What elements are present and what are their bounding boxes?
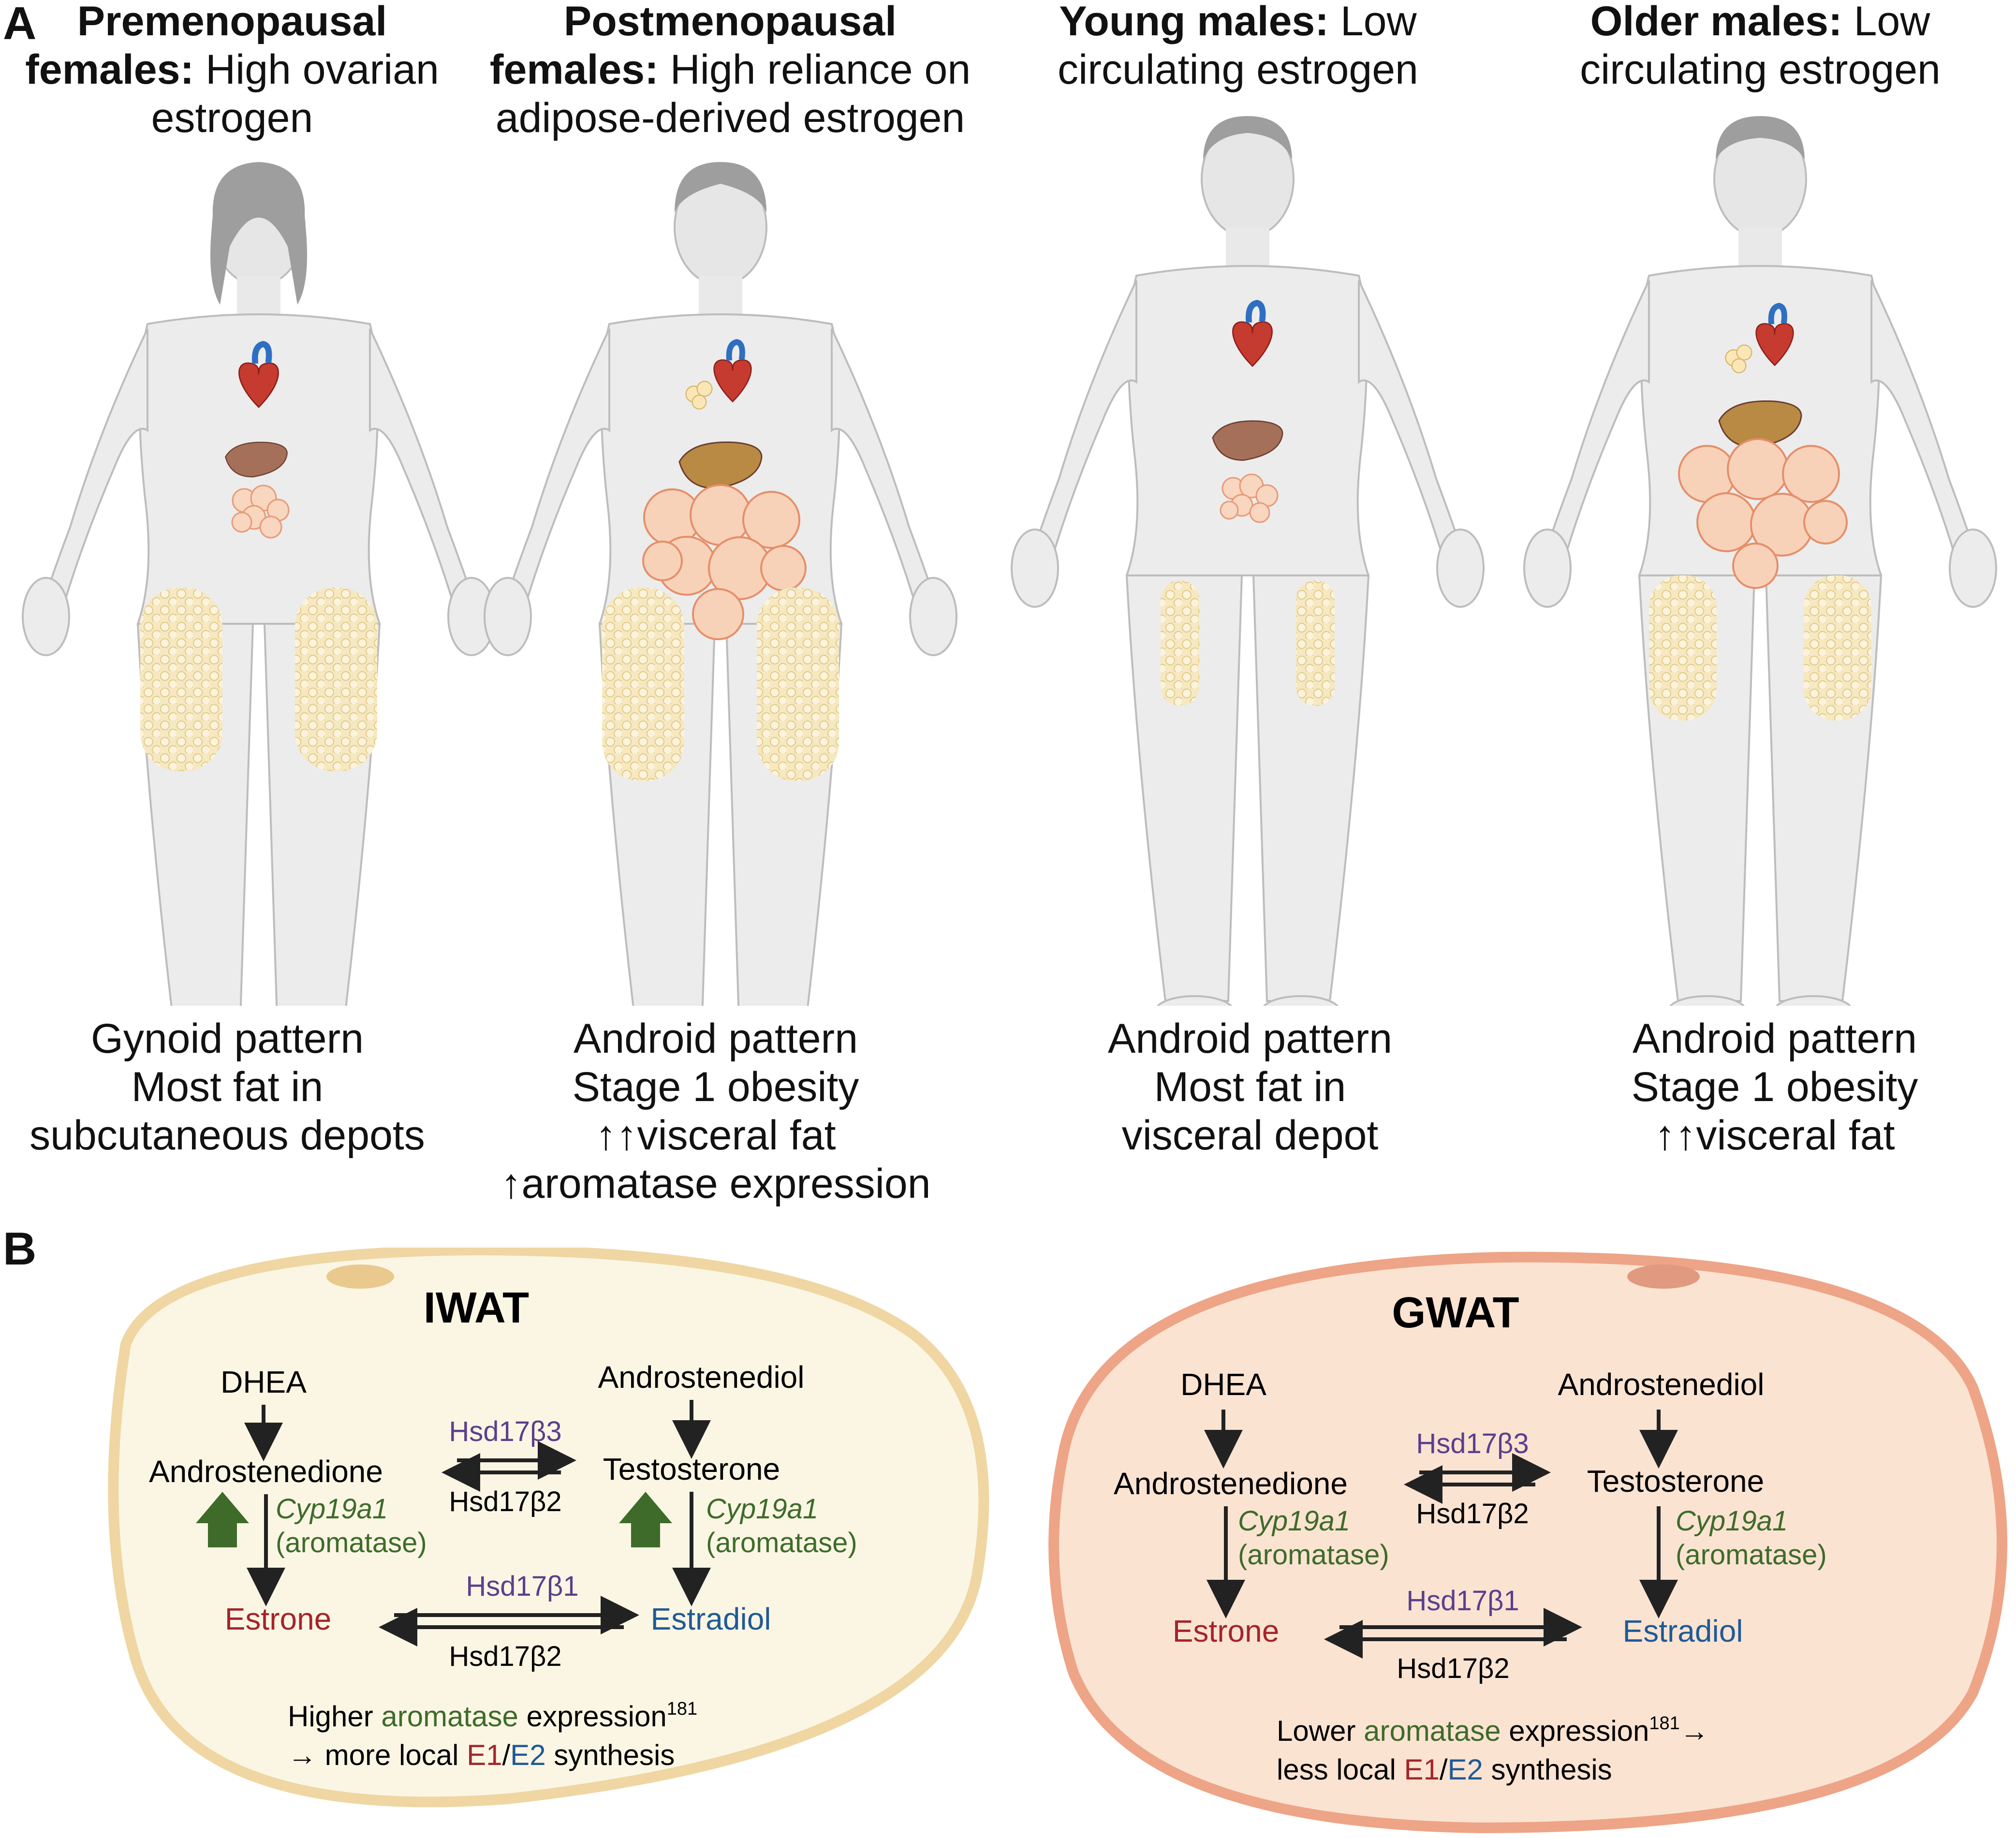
figure-2-subcutaneous-fat-left [602,588,684,781]
gwat-note-line-2: less local E1/E2 synthesis [1277,1753,1612,1786]
figure-2-subcutaneous-fat-right [757,588,839,781]
iwat-cyp-left: Cyp19a1 [276,1493,388,1525]
figure-3-description: Android pattern Most fat in visceral dep… [1008,1015,1492,1160]
iwat-hsd1: Hsd17β1 [466,1571,578,1602]
iwat-cyp-right: Cyp19a1 [706,1493,818,1525]
figure-4-heading-rest: Low circulating estrogen [1580,0,1941,93]
adipocyte-diagrams: IWAT DHEA Androstenediol Androstenedione… [108,1248,2007,1834]
figure-1-body [22,162,496,1006]
figure-2-desc-line-2: Stage 1 obesity [572,1064,859,1110]
iwat-arom-left: (aromatase) [276,1527,427,1559]
figure-1-desc-line-2: Most fat in [131,1064,324,1110]
figure-4-desc-line-3: ↑↑visceral fat [1654,1112,1895,1159]
figure-3-subcutaneous-fat-left [1161,580,1199,706]
gwat-hsd3: Hsd17β3 [1416,1428,1529,1459]
iwat-testosterone: Testosterone [603,1452,780,1486]
gwat-nucleus [1627,1265,1700,1289]
figure-1-desc-line-3: subcutaneous depots [29,1112,425,1159]
gwat-arom-left: (aromatase) [1238,1539,1389,1571]
iwat-up-arrow-left [196,1492,249,1547]
figure-4-description: Android pattern Stage 1 obesity ↑↑viscer… [1533,1015,2016,1160]
iwat-title: IWAT [424,1284,529,1332]
iwat-cell: IWAT DHEA Androstenediol Androstenedione… [108,1248,989,1808]
iwat-hsd2b: Hsd17β2 [449,1641,561,1672]
gwat-estrone: Estrone [1173,1614,1280,1648]
iwat-nucleus [326,1265,394,1289]
iwat-note-line-1: Higher aromatase expression181 [288,1699,697,1733]
figure-1-description: Gynoid pattern Most fat in subcutaneous … [0,1015,469,1160]
figure-4-subcutaneous-fat-right [1804,575,1871,720]
iwat-androstenediol: Androstenediol [598,1360,805,1395]
iwat-up-arrow-right [619,1492,672,1547]
figure-1-heading-bold: Premenopausal females: [25,0,387,93]
figure-4-desc-line-2: Stage 1 obesity [1631,1064,1918,1110]
gwat-dhea: DHEA [1180,1367,1266,1402]
gwat-membrane [1048,1251,2007,1834]
figure-3-heading-rest: Low circulating estrogen [1058,0,1418,93]
gwat-cyp-left: Cyp19a1 [1238,1505,1350,1537]
figure-4-desc-line-1: Android pattern [1632,1015,1917,1062]
figure-3-subcutaneous-fat-right [1296,580,1335,706]
gwat-cell: GWAT DHEA Androstenediol Androstenedione… [1048,1251,2007,1834]
iwat-hsd3: Hsd17β3 [449,1416,561,1447]
iwat-membrane [108,1248,989,1808]
figure-2-heading-rest: High reliance on adipose-derived estroge… [495,46,971,141]
iwat-estradiol: Estradiol [651,1602,771,1636]
figure-2-heading-bold: Postmenopausal females: [489,0,897,93]
figure-4-epicardial-fat [1725,344,1752,373]
figure-1-subcutaneous-fat-right [295,588,377,771]
body-figures [22,116,1997,1006]
figure-1-heading-rest: High ovarian estrogen [151,46,439,141]
gwat-hsd2a: Hsd17β2 [1416,1498,1529,1529]
gwat-testosterone: Testosterone [1587,1464,1764,1499]
figure-3-heading: Young males: Low circulating estrogen [996,0,1480,94]
panel-b-label: B [3,1223,37,1275]
figure-4-visceral-fat [1678,438,1848,589]
figure-4-body [1523,116,1997,1006]
figure-4-heading-bold: Older males: [1590,0,1842,44]
figure-1-subcutaneous-fat-left [140,588,222,771]
figure-1-heading: Premenopausal females: High ovarian estr… [0,0,474,142]
iwat-dhea: DHEA [221,1365,307,1399]
gwat-hsd1: Hsd17β1 [1406,1585,1519,1617]
iwat-note-line-2: → more local E1/E2 synthesis [288,1739,675,1771]
figure-2-desc-line-3: ↑↑visceral fat [595,1112,836,1159]
gwat-arom-right: (aromatase) [1676,1539,1827,1571]
gwat-title: GWAT [1392,1289,1519,1337]
figure-2-body [484,162,957,1006]
gwat-hsd2b: Hsd17β2 [1397,1653,1509,1684]
figure-2-epicardial-fat [685,381,713,410]
figure-4-heading: Older males: Low circulating estrogen [1518,0,2002,94]
iwat-hsd2a: Hsd17β2 [449,1486,561,1517]
figure-4-subcutaneous-fat-left [1649,575,1717,720]
gwat-estradiol: Estradiol [1623,1614,1743,1648]
figure-3-visceral-fat [1220,473,1279,523]
figure-3-desc-line-1: Android pattern [1107,1015,1393,1062]
figure-2-visceral-fat [642,484,807,640]
gwat-cyp-right: Cyp19a1 [1676,1505,1788,1537]
figure-2-heading: Postmenopausal females: High reliance on… [479,0,982,142]
figure-3-body [1011,116,1485,1006]
figure-2-desc-line-4: ↑aromatase expression [500,1161,931,1207]
figure-1-desc-line-1: Gynoid pattern [90,1015,364,1062]
iwat-arom-right: (aromatase) [706,1527,857,1559]
gwat-androstenediol: Androstenediol [1558,1367,1765,1402]
figure-3-desc-line-2: Most fat in [1154,1064,1346,1110]
figure-2-desc-line-1: Android pattern [573,1015,858,1062]
gwat-note-line-1: Lower aromatase expression181→ [1277,1713,1709,1747]
figure-3-desc-line-3: visceral depot [1121,1112,1379,1159]
iwat-estrone: Estrone [225,1602,332,1636]
figure-3-heading-bold: Young males: [1059,0,1329,44]
gwat-androstenedione: Androstenedione [1114,1466,1348,1501]
figure-1-visceral-fat [231,485,290,539]
panel-a-label: A [3,0,37,49]
iwat-androstenedione: Androstenedione [149,1454,383,1489]
figure-2-description: Android pattern Stage 1 obesity ↑↑viscer… [474,1015,957,1208]
